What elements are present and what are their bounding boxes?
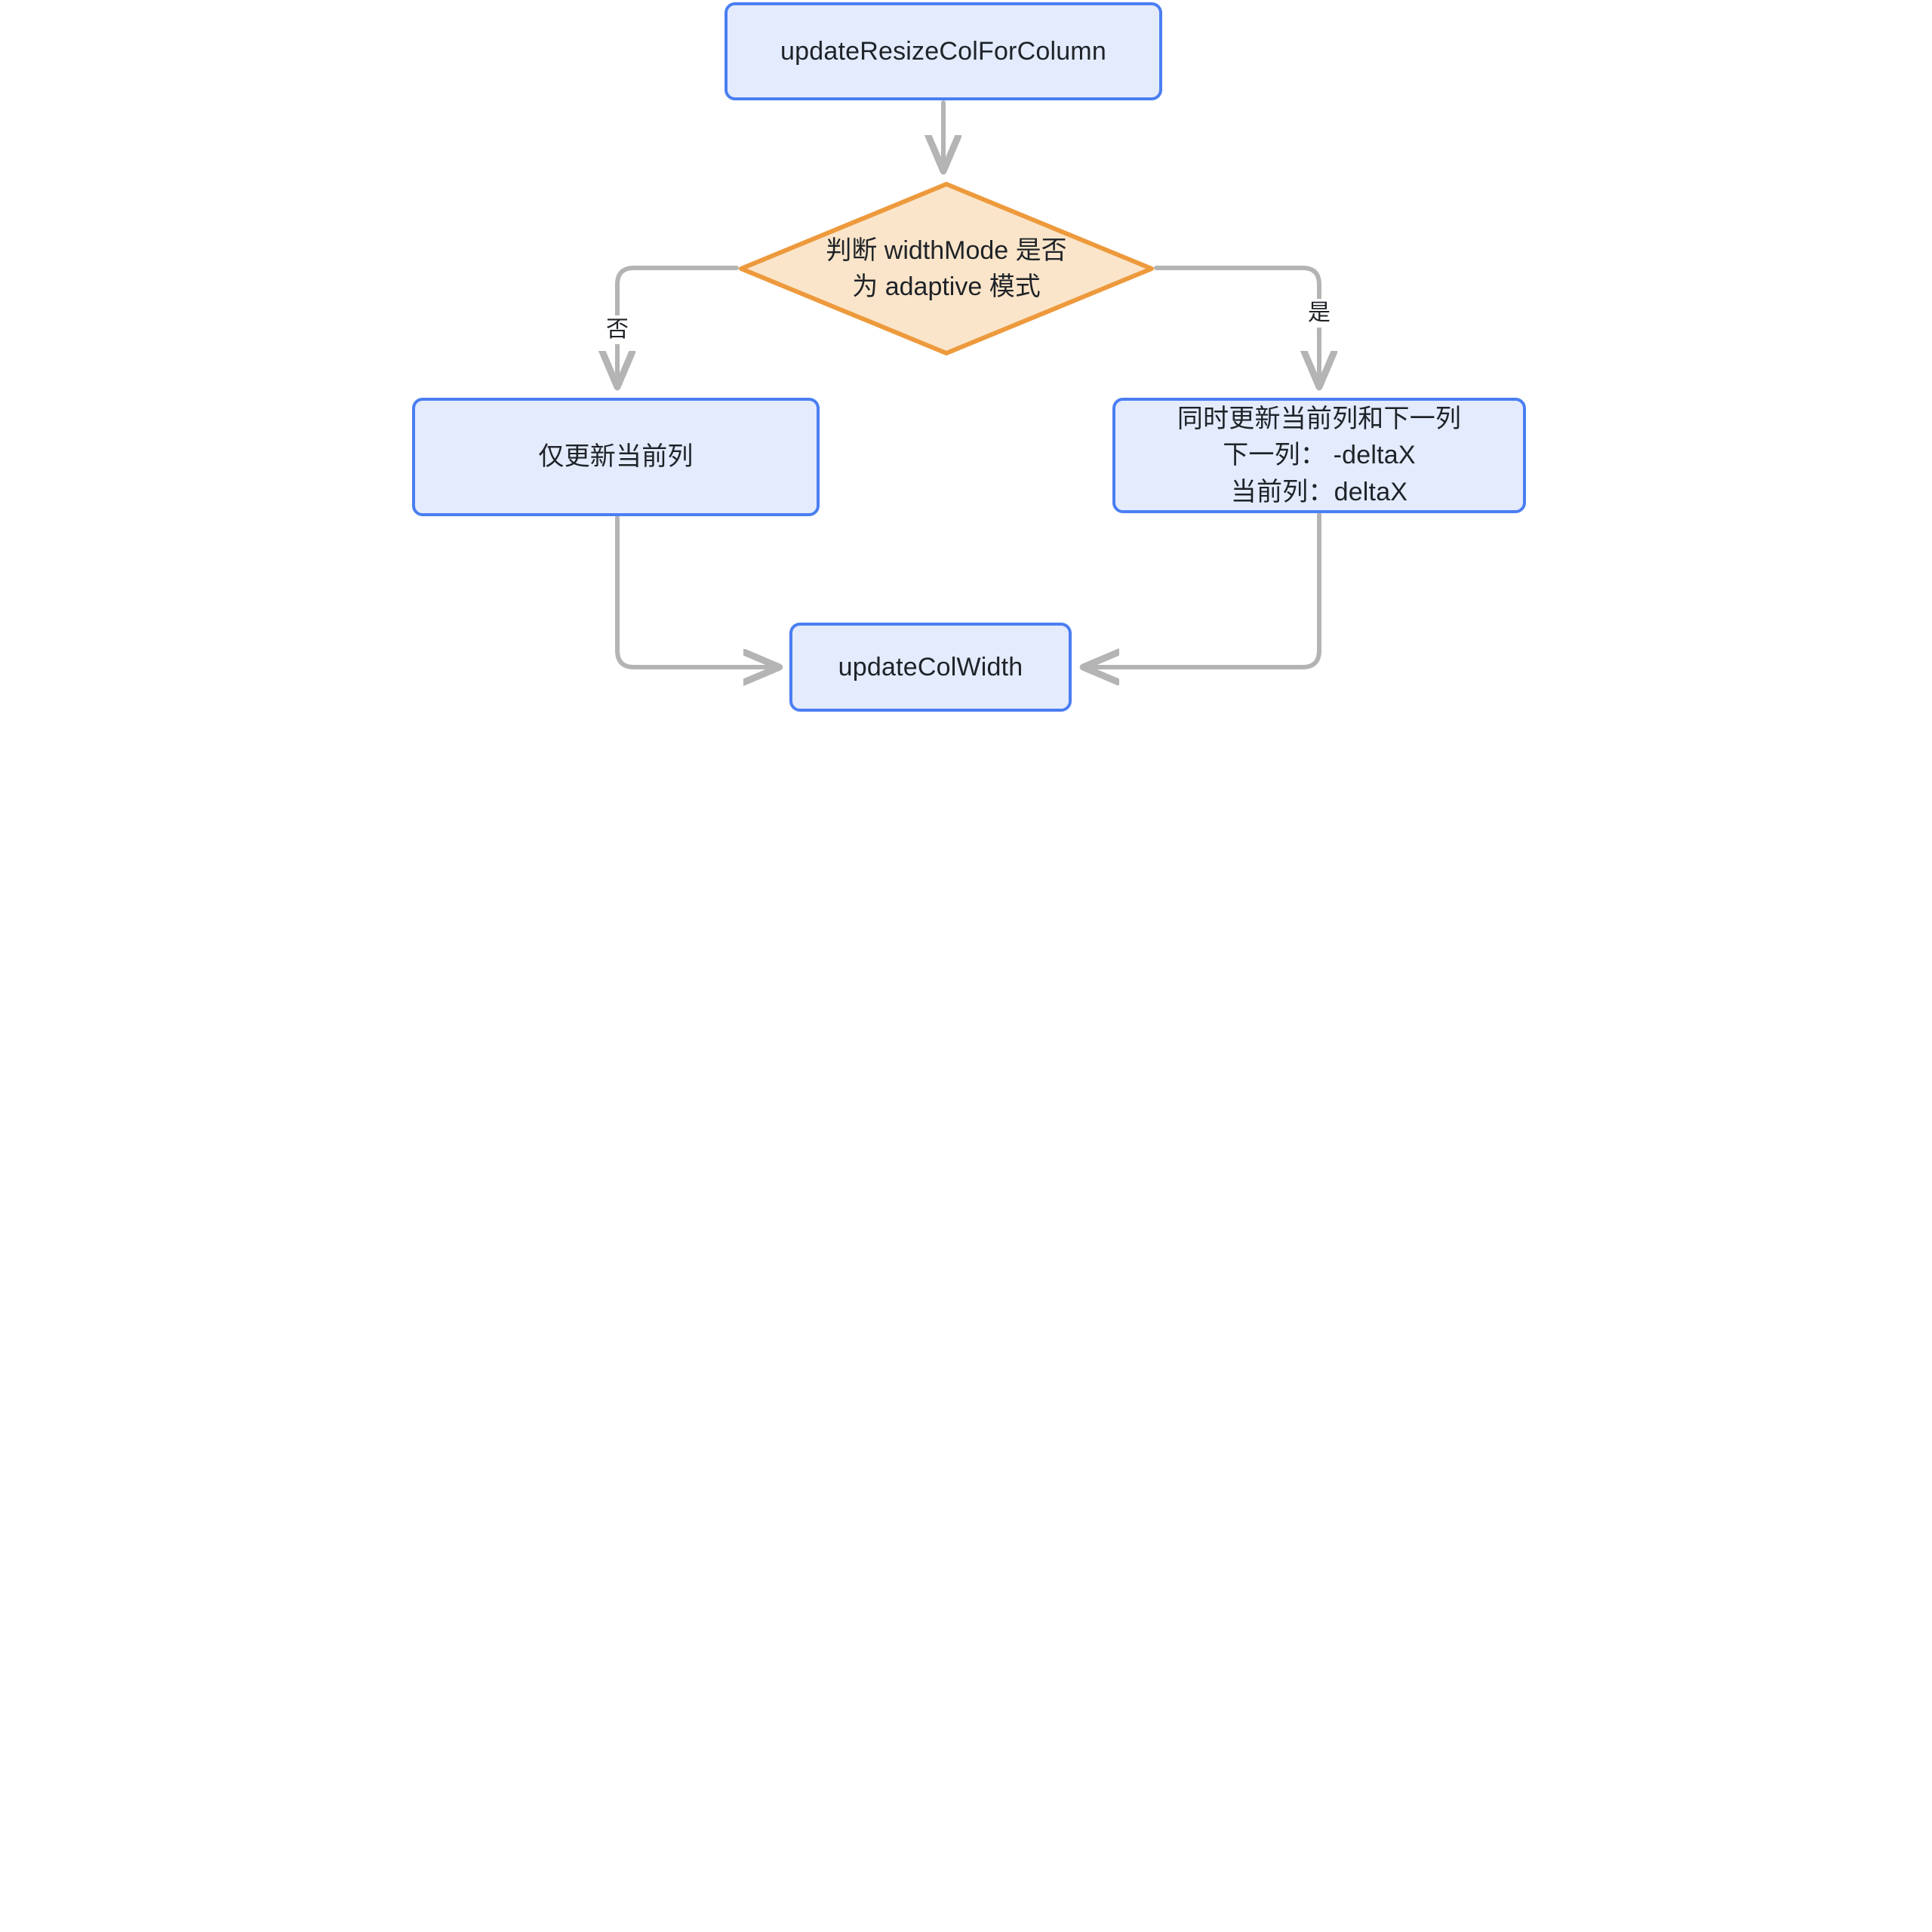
node-label: updateResizeColForColumn [780,36,1106,66]
diamond-shape [739,182,1154,355]
node-only-update-current-column[interactable]: 仅更新当前列 [412,398,820,516]
node-update-col-width[interactable]: updateColWidth [789,623,1072,712]
edge-decision-to-only-current [617,266,739,383]
node-width-mode-decision[interactable]: 判断 widthMode 是否 为 adaptive 模式 [738,181,1155,356]
node-update-both-columns[interactable]: 同时更新当前列和下一列 下一列： -deltaX 当前列：deltaX [1112,398,1526,513]
node-update-resize-col-for-column[interactable]: updateResizeColForColumn [724,2,1162,100]
node-label: 同时更新当前列和下一列 下一列： -deltaX 当前列：deltaX [1177,405,1462,506]
edge-only-current-to-update-col-width [615,515,776,667]
node-label: 仅更新当前列 [538,442,694,472]
edge-label-no: 否 [601,315,633,344]
edge-decision-to-both-columns [1154,266,1319,383]
edge-both-columns-to-update-col-width [1087,512,1321,667]
node-label: 判断 widthMode 是否 为 adaptive 模式 [826,235,1067,301]
edge-label-yes: 是 [1303,299,1335,328]
node-label: updateColWidth [838,652,1023,681]
